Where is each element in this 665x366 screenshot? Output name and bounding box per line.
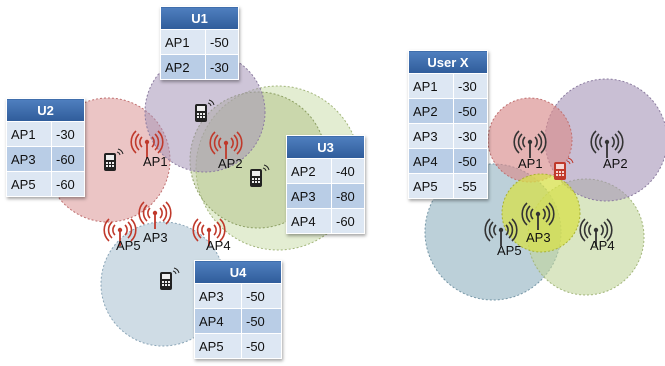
right-ap3-label: AP3 xyxy=(526,230,551,245)
user-x-table-title: User X xyxy=(408,50,488,74)
user-x-row1-rss: -30 xyxy=(453,73,488,99)
left-ap2-label: AP2 xyxy=(218,156,243,171)
u4-rss-table: U4 AP3-50 AP4-50 AP5-50 xyxy=(194,260,282,359)
right-ap1-label: AP1 xyxy=(518,156,543,171)
right-ap2-label: AP2 xyxy=(603,156,628,171)
u4-row3-ap: AP5 xyxy=(194,333,242,359)
left-ap1-label: AP1 xyxy=(143,154,168,169)
right-ap2-zone xyxy=(544,78,665,202)
u1-row2-ap: AP2 xyxy=(160,54,206,80)
user-x-rss-table: User X AP1-30 AP2-50 AP3-30 AP4-50 AP5-5… xyxy=(408,50,488,199)
user-x-row5-ap: AP5 xyxy=(408,173,454,199)
u2-row1-rss: -30 xyxy=(51,121,85,147)
u3-row3-rss: -60 xyxy=(331,208,365,234)
u3-rss-table: U3 AP2-40 AP3-80 AP4-60 xyxy=(286,135,365,234)
u4-table-title: U4 xyxy=(194,260,282,284)
u3-table-title: U3 xyxy=(286,135,365,159)
user-x-row1-ap: AP1 xyxy=(408,73,454,99)
u2-rss-table: U2 AP1-30 AP3-60 AP5-60 xyxy=(6,98,85,197)
user-x-row2-ap: AP2 xyxy=(408,98,454,124)
right-ap3-zone xyxy=(501,173,581,253)
u4-row2-ap: AP4 xyxy=(194,308,242,334)
u2-row2-rss: -60 xyxy=(51,146,85,172)
u4-row1-rss: -50 xyxy=(241,283,282,309)
user-x-row5-rss: -55 xyxy=(453,173,488,199)
right-ap4-label: AP4 xyxy=(590,238,615,253)
u4-row2-rss: -50 xyxy=(241,308,282,334)
u3-row1-ap: AP2 xyxy=(286,158,332,184)
u2-row1-ap: AP1 xyxy=(6,121,52,147)
u1-row1-ap: AP1 xyxy=(160,29,206,55)
right-ap5-label: AP5 xyxy=(497,243,522,258)
left-ap3-label: AP3 xyxy=(143,230,168,245)
u4-row1-ap: AP3 xyxy=(194,283,242,309)
user-x-row4-rss: -50 xyxy=(453,148,488,174)
u1-rss-table: U1 AP1-50 AP2-30 xyxy=(160,6,239,80)
user-x-row4-ap: AP4 xyxy=(408,148,454,174)
left-access-points: AP1 AP2 AP3 AP4 AP5 xyxy=(103,130,243,253)
u4-row3-rss: -50 xyxy=(241,333,282,359)
left-ap5-label: AP5 xyxy=(116,238,141,253)
user-x-row3-rss: -30 xyxy=(453,123,488,149)
left-ap4-label: AP4 xyxy=(206,238,231,253)
u3-row3-ap: AP4 xyxy=(286,208,332,234)
right-coverage-zones xyxy=(424,78,665,301)
u3-row2-ap: AP3 xyxy=(286,183,332,209)
user-x-row3-ap: AP3 xyxy=(408,123,454,149)
u1-table-title: U1 xyxy=(160,6,239,30)
u1-row2-rss: -30 xyxy=(205,54,239,80)
u1-row1-rss: -50 xyxy=(205,29,239,55)
u2-row2-ap: AP3 xyxy=(6,146,52,172)
u2-row3-ap: AP5 xyxy=(6,171,52,197)
u3-row2-rss: -80 xyxy=(331,183,365,209)
u2-row3-rss: -60 xyxy=(51,171,85,197)
right-access-points: AP1 AP2 AP3 AP4 AP5 xyxy=(484,130,628,258)
u3-row1-rss: -40 xyxy=(331,158,365,184)
u2-table-title: U2 xyxy=(6,98,85,122)
user-x-row2-rss: -50 xyxy=(453,98,488,124)
